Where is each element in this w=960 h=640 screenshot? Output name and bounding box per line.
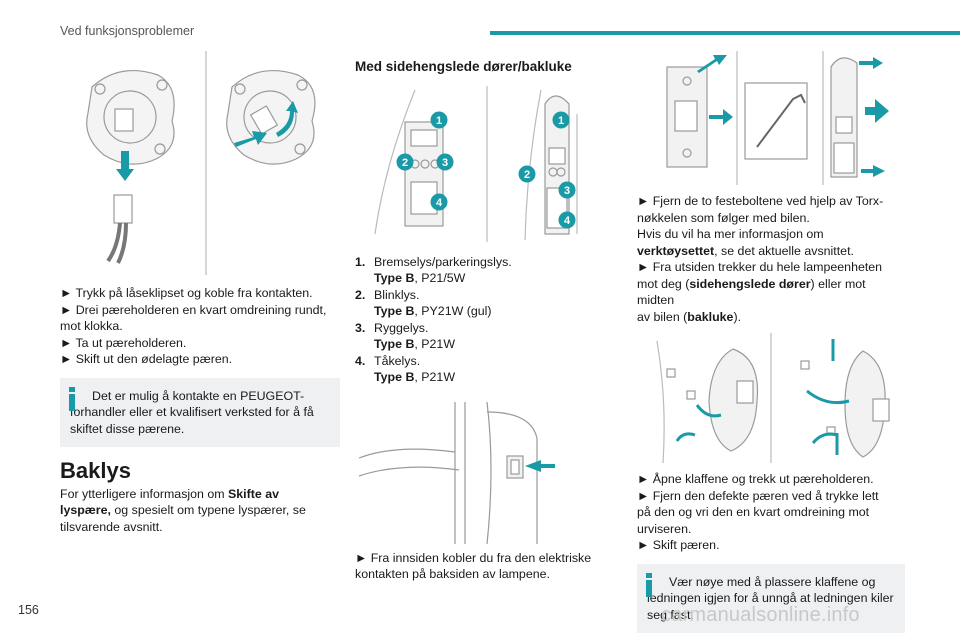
step-text: urviseren. <box>637 521 692 536</box>
callout-marker <box>430 193 448 210</box>
bulb-list: 1. Bremselys/parkeringslys. Type B, P21/… <box>355 254 620 386</box>
info-note: Vær nøye med å plassere klaffene og ledn… <box>637 563 905 633</box>
step-text: ► Fra innsiden kobler du fra den elektri… <box>355 550 592 565</box>
info-icon <box>645 572 654 597</box>
intro-text: lyspære, og spesielt om typene lyspærer,… <box>60 503 306 517</box>
column-middle: Med sidehengslede dører/bakluke 1 <box>355 47 620 583</box>
callout-label: 2 <box>402 157 408 169</box>
callout-marker <box>558 181 576 198</box>
info-icon <box>68 386 77 411</box>
figure-bulb-holder-removal <box>637 331 905 465</box>
callout-marker <box>436 153 454 170</box>
callout-label: 2 <box>524 169 530 181</box>
step-text: av bilen (bakluke). <box>637 309 742 324</box>
step-text: ► Trykk på låseklipset og koble fra kont… <box>60 286 313 300</box>
running-header: Ved funksjonsproblemer <box>60 24 195 38</box>
callout-label: 3 <box>442 157 448 169</box>
section-title: Baklys <box>60 458 131 483</box>
header-accent-bar <box>490 31 960 35</box>
step-text: mot deg (sidehengslede dører) eller mot … <box>637 276 866 308</box>
figure-rear-lamp-layout: 1 2 3 4 1 2 3 4 <box>355 84 620 246</box>
intro-text: tilsvarende avsnitt. <box>60 519 163 534</box>
step-text: verktøysettet, se det aktuelle avsnittet… <box>637 243 854 258</box>
bulb-item: 1. Bremselys/parkeringslys. Type B, P21/… <box>355 254 512 286</box>
step-text: ► Drei pæreholderen en kvart omdreining … <box>60 302 327 317</box>
callout-marker <box>558 211 576 228</box>
step-text: ► Ta ut pæreholderen. <box>60 335 187 350</box>
watermark: carmanualsonline.info <box>661 604 860 626</box>
step-text: ► Skift pæren. <box>637 538 720 552</box>
callout-marker <box>552 111 570 128</box>
callout-label: 1 <box>558 115 564 127</box>
step-text: ► Fjern den defekte pæren ved å trykke l… <box>637 488 879 503</box>
column-left: ► Trykk på låseklipset og koble fra kont… <box>60 47 340 535</box>
info-text: Vær nøye med å plassere klaffene og ledn… <box>647 574 894 622</box>
bulb-item: 3. Ryggelys. Type B, P21W <box>355 320 456 352</box>
figure-bulb-holder <box>60 47 340 279</box>
info-text: Det er mulig å kontakte en PEUGEOT-forha… <box>70 388 314 436</box>
bulb-item: 2. Blinklys. Type B, PY21W (gul) <box>355 287 492 319</box>
subsection-title: Med sidehengslede dører/bakluke <box>355 59 572 74</box>
step-text: ► Fjern de to festeboltene ved hjelp av … <box>637 194 884 208</box>
step-text: nøkkelen som følger med bilen. <box>637 210 810 225</box>
callout-marker <box>430 111 448 128</box>
step-text: Hvis du vil ha mer informasjon om <box>637 227 824 241</box>
step-text: ► Fra utsiden trekker du hele lampeenhet… <box>637 260 883 274</box>
callout-label: 3 <box>564 185 570 197</box>
column-right: ► Fjern de to festeboltene ved hjelp av … <box>637 47 905 633</box>
page-number: 156 <box>18 603 39 617</box>
callout-label: 4 <box>436 197 443 209</box>
callout-label: 1 <box>436 115 442 127</box>
figure-lamp-removal <box>637 47 905 189</box>
step-text: ► Åpne klaffene og trekk ut pæreholderen… <box>637 472 874 486</box>
step-text: kontakten på baksiden av lampene. <box>355 567 550 581</box>
step-text: mot klokka. <box>60 319 123 333</box>
intro-text: For ytterligere informasjon om Skifte av <box>60 486 279 501</box>
callout-label: 4 <box>564 215 571 227</box>
callout-marker <box>518 165 536 182</box>
bulb-item: 4. Tåkelys. Type B, P21W <box>355 353 456 385</box>
callout-marker <box>396 153 414 170</box>
step-text: på den og vri den en kvart omdreining mo… <box>637 505 870 519</box>
info-note: Det er mulig å kontakte en PEUGEOT-forha… <box>60 377 340 447</box>
step-text: ► Skift ut den ødelagte pæren. <box>60 352 233 366</box>
figure-connector <box>355 398 620 544</box>
